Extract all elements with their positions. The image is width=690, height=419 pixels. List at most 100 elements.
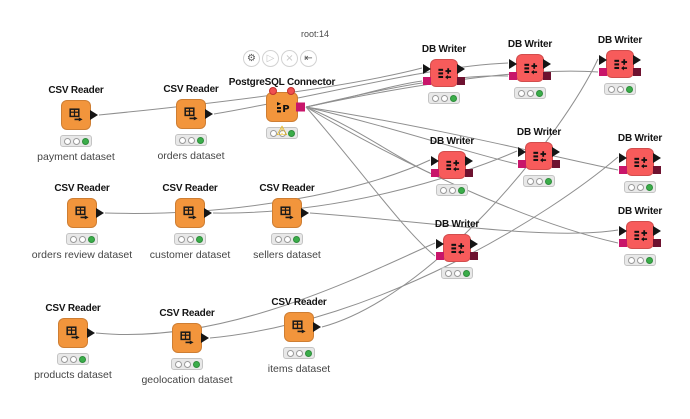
db-writer-node-body[interactable] [431,151,473,179]
node-label: DB Writer [617,133,663,144]
db-data-output-port[interactable] [457,77,465,85]
db-data-output-port[interactable] [552,160,560,168]
db-connection-input-port[interactable] [436,252,444,260]
status-traffic-light [175,134,207,146]
data-output-port-triangle[interactable] [470,239,478,249]
db-data-output-port[interactable] [470,252,478,260]
reset-button[interactable]: ⇤ [300,50,317,67]
db-writer-node-body[interactable] [619,221,661,249]
db-connection-input-port[interactable] [619,166,627,174]
db-connection-input-port[interactable] [431,169,439,177]
data-input-port-triangle[interactable] [509,59,517,69]
db-connection-input-port[interactable] [518,160,526,168]
postgresql-connector-node-body[interactable]: P [266,87,305,122]
status-dot-yellow [448,186,456,194]
db-data-output-port[interactable] [653,239,661,247]
connection-edge[interactable] [305,106,518,165]
status-dot-red [178,136,186,144]
status-dot-yellow [69,355,77,363]
db-connection-input-port[interactable] [599,68,607,76]
db-writer-node-body[interactable] [518,142,560,170]
output-port-triangle[interactable] [96,208,104,218]
status-dot-red [607,85,615,93]
flow-variable-port[interactable] [287,87,295,95]
csv-reader-icon [183,206,197,220]
db-writer-icon [445,159,459,171]
csv-reader-node-body[interactable] [61,100,98,130]
data-output-port-triangle[interactable] [465,156,473,166]
data-input-port-triangle[interactable] [619,226,627,236]
csv-reader-node-body[interactable] [67,198,104,228]
data-output-port-triangle[interactable] [457,64,465,74]
data-output-port-triangle[interactable] [633,55,641,65]
connection-edge[interactable] [95,242,436,335]
csv-reader-icon [280,206,294,220]
csv-reader-node-body[interactable] [176,99,213,129]
status-dot-yellow [636,256,644,264]
output-port-triangle[interactable] [204,208,212,218]
connection-edge[interactable] [321,58,599,328]
db-data-output-port[interactable] [543,72,551,80]
connection-edge[interactable] [209,156,619,339]
csv-reader-node-body[interactable] [284,312,321,342]
db-writer-node-body[interactable] [436,234,478,262]
data-input-port-triangle[interactable] [518,147,526,157]
data-output-port-triangle[interactable] [552,147,560,157]
output-port-triangle[interactable] [205,109,213,119]
connection-edge[interactable] [305,75,509,108]
db-writer-node-body[interactable] [599,50,641,78]
db-data-output-port[interactable] [465,169,473,177]
csv-reader-node-body[interactable] [175,198,212,228]
connection-edge[interactable] [305,106,619,171]
db-writer-node-body[interactable] [509,54,551,82]
execute-button[interactable]: ▷ [262,50,279,67]
status-traffic-light [514,87,546,99]
configure-button[interactable]: ⚙ [243,50,260,67]
connection-edge[interactable] [305,106,619,244]
connection-edge[interactable] [309,212,619,234]
data-input-port-triangle[interactable] [423,64,431,74]
db-data-output-port[interactable] [633,68,641,76]
db-writer-node-body[interactable] [619,148,661,176]
data-input-port-triangle[interactable] [431,156,439,166]
db-connection-input-port[interactable] [509,72,517,80]
data-input-port-triangle[interactable] [599,55,607,65]
cancel-button[interactable]: × [281,50,298,67]
output-port-triangle[interactable] [301,208,309,218]
db-connection-input-port[interactable] [619,239,627,247]
node-label: DB Writer [516,127,562,138]
data-output-port-triangle[interactable] [653,153,661,163]
node-label: CSV Reader [54,183,110,194]
status-dot-green [457,186,465,194]
status-dot-green [645,256,653,264]
output-port-triangle[interactable] [90,110,98,120]
status-dot-green [196,136,204,144]
data-output-port-triangle[interactable] [543,59,551,69]
node-postgresql-connector: PostgreSQL Connector P ⚠ [229,77,335,139]
db-data-output-port[interactable] [653,166,661,174]
status-dot-yellow [295,349,303,357]
connection-edge[interactable] [212,150,518,214]
csv-reader-node-body[interactable] [272,198,309,228]
data-input-port-triangle[interactable] [436,239,444,249]
connection-edge[interactable] [305,106,436,257]
status-dot-yellow [186,235,194,243]
db-connection-input-port[interactable] [423,77,431,85]
output-port-triangle[interactable] [313,322,321,332]
db-connection-output-port[interactable] [296,102,305,112]
status-dot-green [449,94,457,102]
connection-edge[interactable] [305,106,431,174]
csv-reader-node-body[interactable] [58,318,95,348]
flow-variable-port[interactable] [269,87,277,95]
db-writer-node-body[interactable] [423,59,465,87]
connection-edge[interactable] [305,70,599,108]
output-port-triangle[interactable] [87,328,95,338]
connection-edge[interactable] [213,62,509,115]
node-caption: items dataset [267,363,331,375]
data-output-port-triangle[interactable] [653,226,661,236]
node-db-writer-8: DB Writer [618,206,662,266]
output-port-triangle[interactable] [201,333,209,343]
csv-reader-node-body[interactable] [172,323,209,353]
data-input-port-triangle[interactable] [619,153,627,163]
